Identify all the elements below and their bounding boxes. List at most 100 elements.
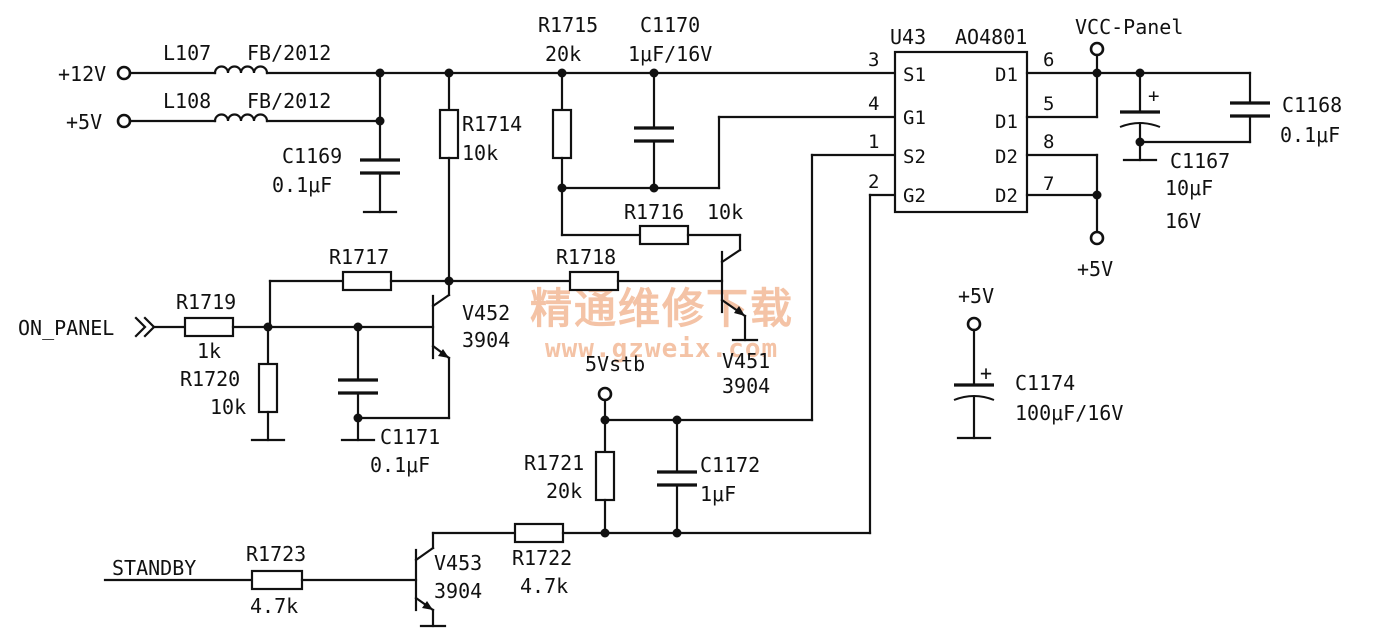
u43-body [893, 50, 1029, 214]
r1720-value: 10k [210, 395, 246, 419]
v452-part: 3904 [462, 328, 510, 352]
c1167-value: 10μF [1165, 176, 1213, 200]
v453-transistor: V453 3904 [414, 531, 482, 628]
u43-pin2-num: 2 [868, 171, 879, 193]
r1719-resistor [183, 316, 235, 338]
u43-pin8-num: 8 [1043, 131, 1054, 153]
c1174-capacitor: +5V + C1174 100μF/16V [953, 284, 1123, 440]
r1720-ref: R1720 [180, 367, 240, 391]
c1172-value: 1μF [700, 482, 736, 506]
u43-pin4-num: 4 [868, 93, 879, 115]
c1168-value: 0.1μF [1280, 123, 1340, 147]
vcc-panel-label: VCC-Panel [1075, 15, 1183, 39]
r1719-ref: R1719 [176, 290, 236, 314]
u43-ref: U43 [890, 25, 926, 49]
u43-pin5-name: D1 [995, 111, 1018, 133]
u43-pin6-num: 6 [1043, 49, 1054, 71]
c1174-value: 100μF/16V [1015, 401, 1123, 425]
r1714-resistor: R1714 10k [438, 71, 522, 283]
c1170-value: 1μF/16V [628, 42, 712, 66]
standby-supply: 5Vstb R1721 20k C1172 1μF [524, 153, 897, 535]
l108-value: FB/2012 [247, 89, 331, 113]
on-panel-label: ON_PANEL [18, 316, 114, 340]
u43-pin3-num: 3 [868, 49, 879, 71]
l108-inductor [213, 113, 269, 123]
r1723-value: 4.7k [250, 594, 298, 618]
u43-pin5-num: 5 [1043, 93, 1054, 115]
v5stb-terminal [597, 386, 613, 402]
d2-output: +5V [1025, 153, 1113, 281]
v453-ref: V453 [434, 551, 482, 575]
v452-ref: V452 [462, 301, 510, 325]
r1715-value: 20k [545, 42, 581, 66]
v5-terminal [116, 113, 132, 129]
r1722-value: 4.7k [520, 574, 568, 598]
u43-ic: U43 AO4801 3 S1 4 G1 1 S2 2 G2 6 D1 5 D1… [868, 25, 1054, 214]
r1718-ref: R1718 [556, 245, 616, 269]
u43-pin7-name: D2 [995, 185, 1018, 207]
r1717-resistor [341, 270, 393, 292]
l108-ref: L108 [163, 89, 211, 113]
input-rails: +12V +5V L107 FB/2012 L108 FB/2012 [58, 41, 897, 162]
r1721-ref: R1721 [524, 451, 584, 475]
u43-pin3-name: S1 [903, 64, 926, 86]
u43-pin1-name: S2 [903, 146, 926, 168]
c1167-capacitor: + C1167 10μF 16V [1119, 71, 1230, 233]
v453-part: 3904 [434, 579, 482, 603]
c1169-capacitor: C1169 0.1μF [272, 144, 400, 214]
v451-part: 3904 [722, 374, 770, 398]
u43-pin8-name: D2 [995, 146, 1018, 168]
c1174-ref: C1174 [1015, 371, 1075, 395]
l107-ref: L107 [163, 41, 211, 65]
c1169-ref: C1169 [282, 144, 342, 168]
c1171-value: 0.1μF [370, 453, 430, 477]
v12-label: +12V [58, 62, 106, 86]
r1719-value: 1k [197, 339, 221, 363]
v12-terminal [116, 65, 132, 81]
u43-pin1-num: 1 [868, 131, 879, 153]
r1715-resistor: R1715 20k [538, 13, 598, 190]
gate1-net [557, 115, 897, 237]
r1723-resistor [250, 569, 304, 591]
c1167-polarity: + [1148, 85, 1159, 107]
vcc-panel-output: VCC-Panel [1025, 15, 1252, 119]
r1715-ref: R1715 [538, 13, 598, 37]
r1714-ref: R1714 [462, 112, 522, 136]
v451-ref: V451 [722, 349, 770, 373]
c1174-terminal [966, 316, 982, 332]
r1722-ref: R1722 [512, 546, 572, 570]
c1174-supply-label: +5V [958, 284, 994, 308]
r1714-value: 10k [462, 141, 498, 165]
c1170-capacitor: C1170 1μF/16V [628, 13, 712, 190]
r1716-resistor: R1716 10k [624, 200, 743, 252]
c1167-voltage: 16V [1165, 209, 1201, 233]
gate2-net: R1722 4.7k [431, 193, 897, 598]
v5stb-label: 5Vstb [585, 352, 645, 376]
base-drive-net: R1717 R1718 [268, 245, 724, 329]
v5-out-label: +5V [1077, 257, 1113, 281]
r1721-value: 20k [546, 479, 582, 503]
r1720-resistor: R1720 10k [180, 325, 286, 442]
c1169-value: 0.1μF [272, 173, 332, 197]
v5-out-terminal [1089, 230, 1105, 246]
v5-label: +5V [66, 110, 102, 134]
c1171-capacitor: C1171 0.1μF [338, 325, 451, 477]
r1721-resistor [594, 450, 616, 502]
on-panel-input: ON_PANEL R1719 1k [18, 290, 435, 363]
l107-inductor [213, 65, 269, 75]
vcc-panel-terminal [1089, 41, 1105, 57]
standby-label: STANDBY [112, 556, 196, 580]
c1170-ref: C1170 [640, 13, 700, 37]
r1716-value: 10k [707, 200, 743, 224]
u43-pin6-name: D1 [995, 64, 1018, 86]
v451-transistor: V451 3904 [720, 248, 770, 398]
c1167-ref: C1167 [1170, 149, 1230, 173]
u43-pin4-name: G1 [903, 107, 926, 129]
r1716-ref: R1716 [624, 200, 684, 224]
watermark-text: 精通维修下载 [530, 284, 794, 333]
r1717-ref: R1717 [329, 245, 389, 269]
c1171-ref: C1171 [380, 425, 440, 449]
r1718-resistor [568, 270, 620, 292]
u43-part: AO4801 [955, 25, 1027, 49]
